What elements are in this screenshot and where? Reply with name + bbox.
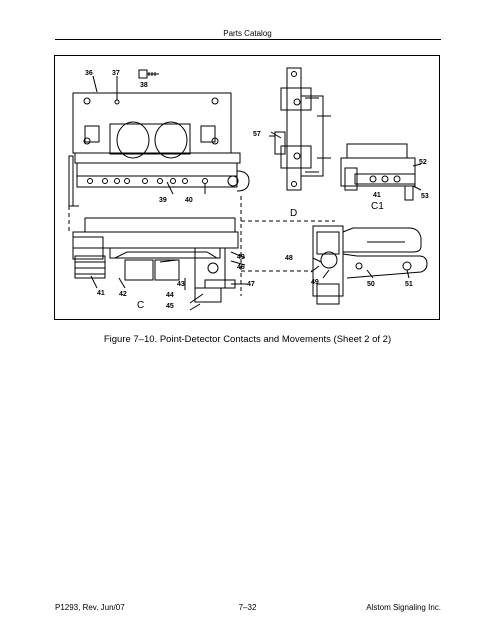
callout-41-c1: 41 xyxy=(373,192,381,199)
callout-44: 44 xyxy=(166,292,174,299)
view-label-d: D xyxy=(290,208,297,219)
callout-47: 47 xyxy=(247,281,255,288)
callout-51: 51 xyxy=(405,281,413,288)
callout-41-c: 41 xyxy=(97,290,105,297)
callout-36: 36 xyxy=(85,70,93,77)
view-c1-assembly xyxy=(340,143,422,201)
view-c-assembly xyxy=(72,217,247,303)
callout-53: 53 xyxy=(421,193,429,200)
callout-37: 37 xyxy=(112,70,120,77)
callout-52: 52 xyxy=(419,159,427,166)
figure-frame: 36 37 38 39 40 41 42 43 44 45 46 47 49 4… xyxy=(54,55,440,320)
callout-39: 39 xyxy=(159,197,167,204)
callout-50: 50 xyxy=(367,281,375,288)
footer-page-number: 7–32 xyxy=(238,603,257,612)
callout-42: 42 xyxy=(119,291,127,298)
callout-43: 43 xyxy=(177,281,185,288)
running-header: Parts Catalog xyxy=(223,29,272,38)
view-label-c: C xyxy=(137,300,144,311)
mounting-plate-assembly xyxy=(68,92,250,207)
callout-49-c: 49 xyxy=(237,254,245,261)
callout-45: 45 xyxy=(166,303,174,310)
callout-38: 38 xyxy=(140,82,148,89)
callout-49-movement: 49 xyxy=(311,279,319,286)
screw-38 xyxy=(138,69,159,79)
exploded-assembly-drawing: 36 37 38 39 40 41 42 43 44 45 46 47 49 4… xyxy=(68,67,429,311)
view-d-assembly xyxy=(269,67,331,191)
movement-assembly xyxy=(310,225,428,305)
callout-57: 57 xyxy=(253,131,261,138)
footer-company: Alstom Signaling Inc. xyxy=(366,603,441,612)
figure-caption: Figure 7–10. Point-Detector Contacts and… xyxy=(103,334,392,345)
footer-document-number: P1293, Rev. Jun/07 xyxy=(55,603,125,612)
callout-46: 46 xyxy=(237,264,245,271)
view-label-c1: C1 xyxy=(371,201,384,212)
callout-40: 40 xyxy=(185,197,193,204)
alignment-lines xyxy=(68,196,335,296)
header-rule xyxy=(55,39,441,40)
callout-48: 48 xyxy=(285,255,293,262)
